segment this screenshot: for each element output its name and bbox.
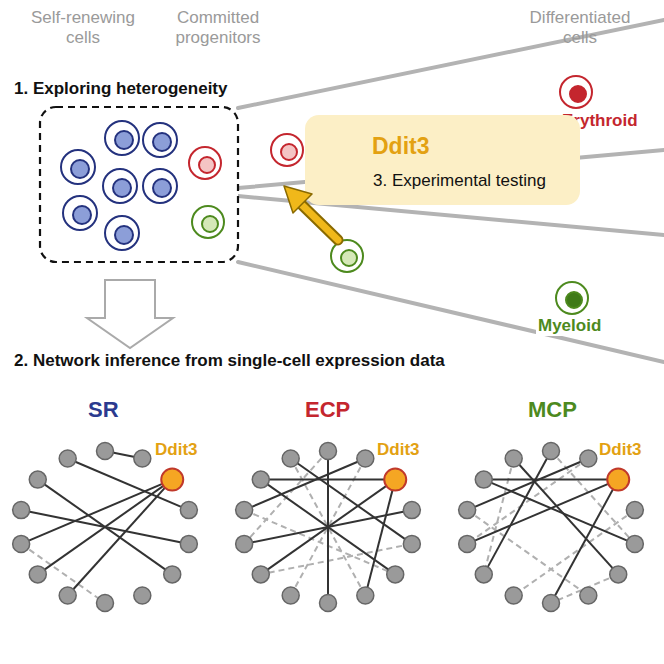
- section-heading: 2. Network inference from single-cell ex…: [14, 351, 445, 371]
- gene-label: Ddit3: [599, 440, 642, 460]
- network-title: MCP: [528, 397, 577, 422]
- network-edge: [467, 510, 588, 595]
- dashed-box: [40, 107, 238, 262]
- network-node: [403, 535, 420, 552]
- lineage-label: Myeloid: [536, 316, 603, 336]
- network-edge: [484, 479, 618, 481]
- gene-label: Ddit3: [377, 440, 420, 460]
- column-header: Committed progenitors: [158, 8, 278, 47]
- network-node: [320, 595, 337, 612]
- network-node: [357, 450, 374, 467]
- down-arrow: [87, 280, 173, 348]
- network-node: [134, 450, 151, 467]
- network-edge: [467, 459, 588, 544]
- network-node: [459, 502, 476, 519]
- network-edge: [467, 459, 588, 511]
- network-node: [403, 502, 420, 519]
- gene-label: Ddit3: [372, 133, 430, 159]
- network-edge: [21, 544, 105, 603]
- network-node: [13, 502, 30, 519]
- network-node: [475, 566, 492, 583]
- network-node: [97, 443, 114, 460]
- network-node: [164, 566, 181, 583]
- network-edge: [21, 480, 172, 544]
- network-edge: [514, 510, 635, 595]
- experiment-band: Ddit3 3. Experimental testing: [305, 115, 580, 205]
- network-node: [357, 587, 374, 604]
- network-node: [180, 502, 197, 519]
- network-node: [320, 443, 337, 460]
- column-header: Differentiated cells: [515, 8, 645, 47]
- network-node: [387, 566, 404, 583]
- lineage-lines: [238, 20, 664, 362]
- network-edge: [68, 459, 189, 511]
- network-edge: [244, 459, 365, 511]
- band-text: 3. Experimental testing: [373, 171, 546, 191]
- network-node: [29, 566, 46, 583]
- network-node: [59, 450, 76, 467]
- network-edge: [551, 451, 635, 544]
- network-node: [580, 587, 597, 604]
- myeloid-cells: [192, 206, 588, 314]
- network-edge: [551, 480, 618, 603]
- network-node: [543, 595, 560, 612]
- network-node: [505, 587, 522, 604]
- network-node: [543, 443, 560, 460]
- gene-label: Ddit3: [155, 440, 198, 460]
- network-node: [134, 587, 151, 604]
- network-title: ECP: [305, 397, 350, 422]
- network-edge: [484, 451, 551, 574]
- network-node: [475, 471, 492, 488]
- gene-network: [13, 443, 198, 612]
- network-edge: [21, 510, 189, 544]
- network-node: [97, 595, 114, 612]
- network-node: [580, 450, 597, 467]
- gene-node: [161, 469, 183, 491]
- test-arrow: [284, 186, 338, 240]
- network-node: [59, 587, 76, 604]
- network-node: [626, 502, 643, 519]
- column-header: Self-renewing cells: [23, 8, 143, 47]
- network-node: [626, 535, 643, 552]
- network-node: [236, 535, 253, 552]
- network-node: [252, 566, 269, 583]
- network-node: [180, 535, 197, 552]
- network-node: [282, 587, 299, 604]
- network-node: [29, 471, 46, 488]
- network-edge: [551, 574, 618, 603]
- gene-network: [459, 443, 644, 612]
- gene-network: [236, 443, 421, 612]
- network-title: SR: [88, 397, 119, 422]
- network-edge: [514, 459, 619, 575]
- self-renewing-cells: [61, 121, 177, 250]
- network-node: [252, 471, 269, 488]
- network-node: [610, 566, 627, 583]
- network-edge: [244, 510, 412, 544]
- network-node: [236, 502, 253, 519]
- gene-node: [607, 469, 629, 491]
- network-node: [282, 450, 299, 467]
- section-heading: 1. Exploring heterogeneity: [14, 79, 228, 99]
- network-node: [505, 450, 522, 467]
- gene-node: [384, 469, 406, 491]
- network-node: [13, 535, 30, 552]
- network-node: [459, 535, 476, 552]
